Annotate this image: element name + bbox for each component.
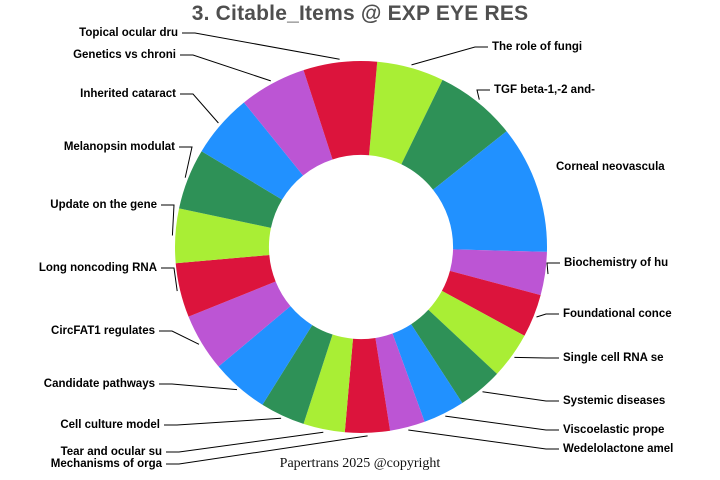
slice-label-17: Melanopsin modulat — [64, 141, 175, 153]
pie-slice-16[interactable] — [175, 208, 271, 264]
leader-line-7 — [482, 391, 559, 402]
pie-slice-5[interactable] — [441, 270, 541, 336]
pie-slice-11[interactable] — [303, 334, 353, 433]
leader-line-2 — [476, 89, 490, 100]
pie-slice-2[interactable] — [401, 79, 507, 190]
pie-slice-13[interactable] — [218, 306, 313, 405]
slice-label-9: Wedelolactone amel — [563, 443, 673, 455]
slice-label-16: Update on the gene — [50, 199, 157, 211]
slice-label-19: Genetics vs chroni — [73, 49, 176, 61]
leader-line-15 — [161, 267, 178, 292]
pie-slice-1[interactable] — [369, 61, 443, 165]
slice-label-13: Candidate pathways — [44, 378, 155, 390]
slice-label-20: Topical ocular dru — [79, 27, 178, 39]
donut-slices — [175, 61, 548, 433]
copyright-footer: Papertrans 2025 @copyright — [279, 456, 441, 471]
slice-label-10: Mechanisms of orga — [51, 458, 163, 470]
leader-line-5 — [536, 313, 559, 318]
leader-line-10 — [166, 435, 368, 465]
leader-lines — [159, 32, 560, 465]
leader-line-13 — [159, 383, 238, 391]
leader-line-4 — [546, 262, 560, 275]
pie-slice-3[interactable] — [433, 131, 548, 252]
slice-label-12: Cell culture model — [60, 419, 160, 431]
pie-slice-20[interactable] — [303, 61, 378, 160]
leader-line-20 — [182, 32, 340, 60]
slice-label-3: Corneal neovascula — [556, 161, 665, 173]
slice-label-14: CircFAT1 regulates — [51, 325, 155, 337]
pie-slice-4[interactable] — [449, 249, 547, 296]
slice-label-1: The role of fungi — [492, 41, 582, 53]
slice-label-15: Long noncoding RNA — [39, 262, 157, 274]
leader-line-16 — [161, 204, 175, 236]
slice-label-5: Foundational conce — [563, 308, 672, 320]
slice-label-2: TGF beta-1,-2 and- — [494, 84, 595, 96]
leader-line-8 — [445, 415, 559, 431]
leader-line-12 — [164, 417, 282, 426]
chart-title: 3. Citable_Items @ EXP EYE RES — [191, 2, 529, 25]
slice-label-18: Inherited cataract — [80, 88, 176, 100]
leader-line-14 — [159, 330, 200, 345]
pie-slice-10[interactable] — [344, 337, 391, 433]
pie-slice-8[interactable] — [392, 324, 463, 422]
leader-line-17 — [179, 146, 193, 178]
leader-line-18 — [180, 93, 219, 124]
pie-slice-12[interactable] — [262, 325, 333, 424]
slice-label-7: Systemic diseases — [563, 395, 665, 407]
leader-line-6 — [514, 356, 559, 359]
pie-slice-15[interactable] — [175, 255, 276, 317]
pie-slice-7[interactable] — [411, 309, 498, 403]
pie-slice-6[interactable] — [428, 290, 525, 374]
leader-line-11 — [166, 431, 324, 453]
pie-slice-19[interactable] — [243, 70, 333, 176]
slice-label-6: Single cell RNA se — [563, 352, 664, 364]
pie-slice-17[interactable] — [179, 151, 283, 228]
pie-slice-14[interactable] — [188, 281, 291, 367]
pie-slice-9[interactable] — [375, 333, 425, 431]
pie-slice-18[interactable] — [201, 102, 304, 200]
leader-line-1 — [411, 46, 488, 66]
slice-label-8: Viscoelastic prope — [563, 424, 664, 436]
slice-label-4: Biochemistry of hu — [564, 257, 668, 269]
leader-line-9 — [408, 429, 559, 450]
leader-line-19 — [180, 54, 271, 82]
slice-label-11: Tear and ocular su — [61, 446, 162, 458]
